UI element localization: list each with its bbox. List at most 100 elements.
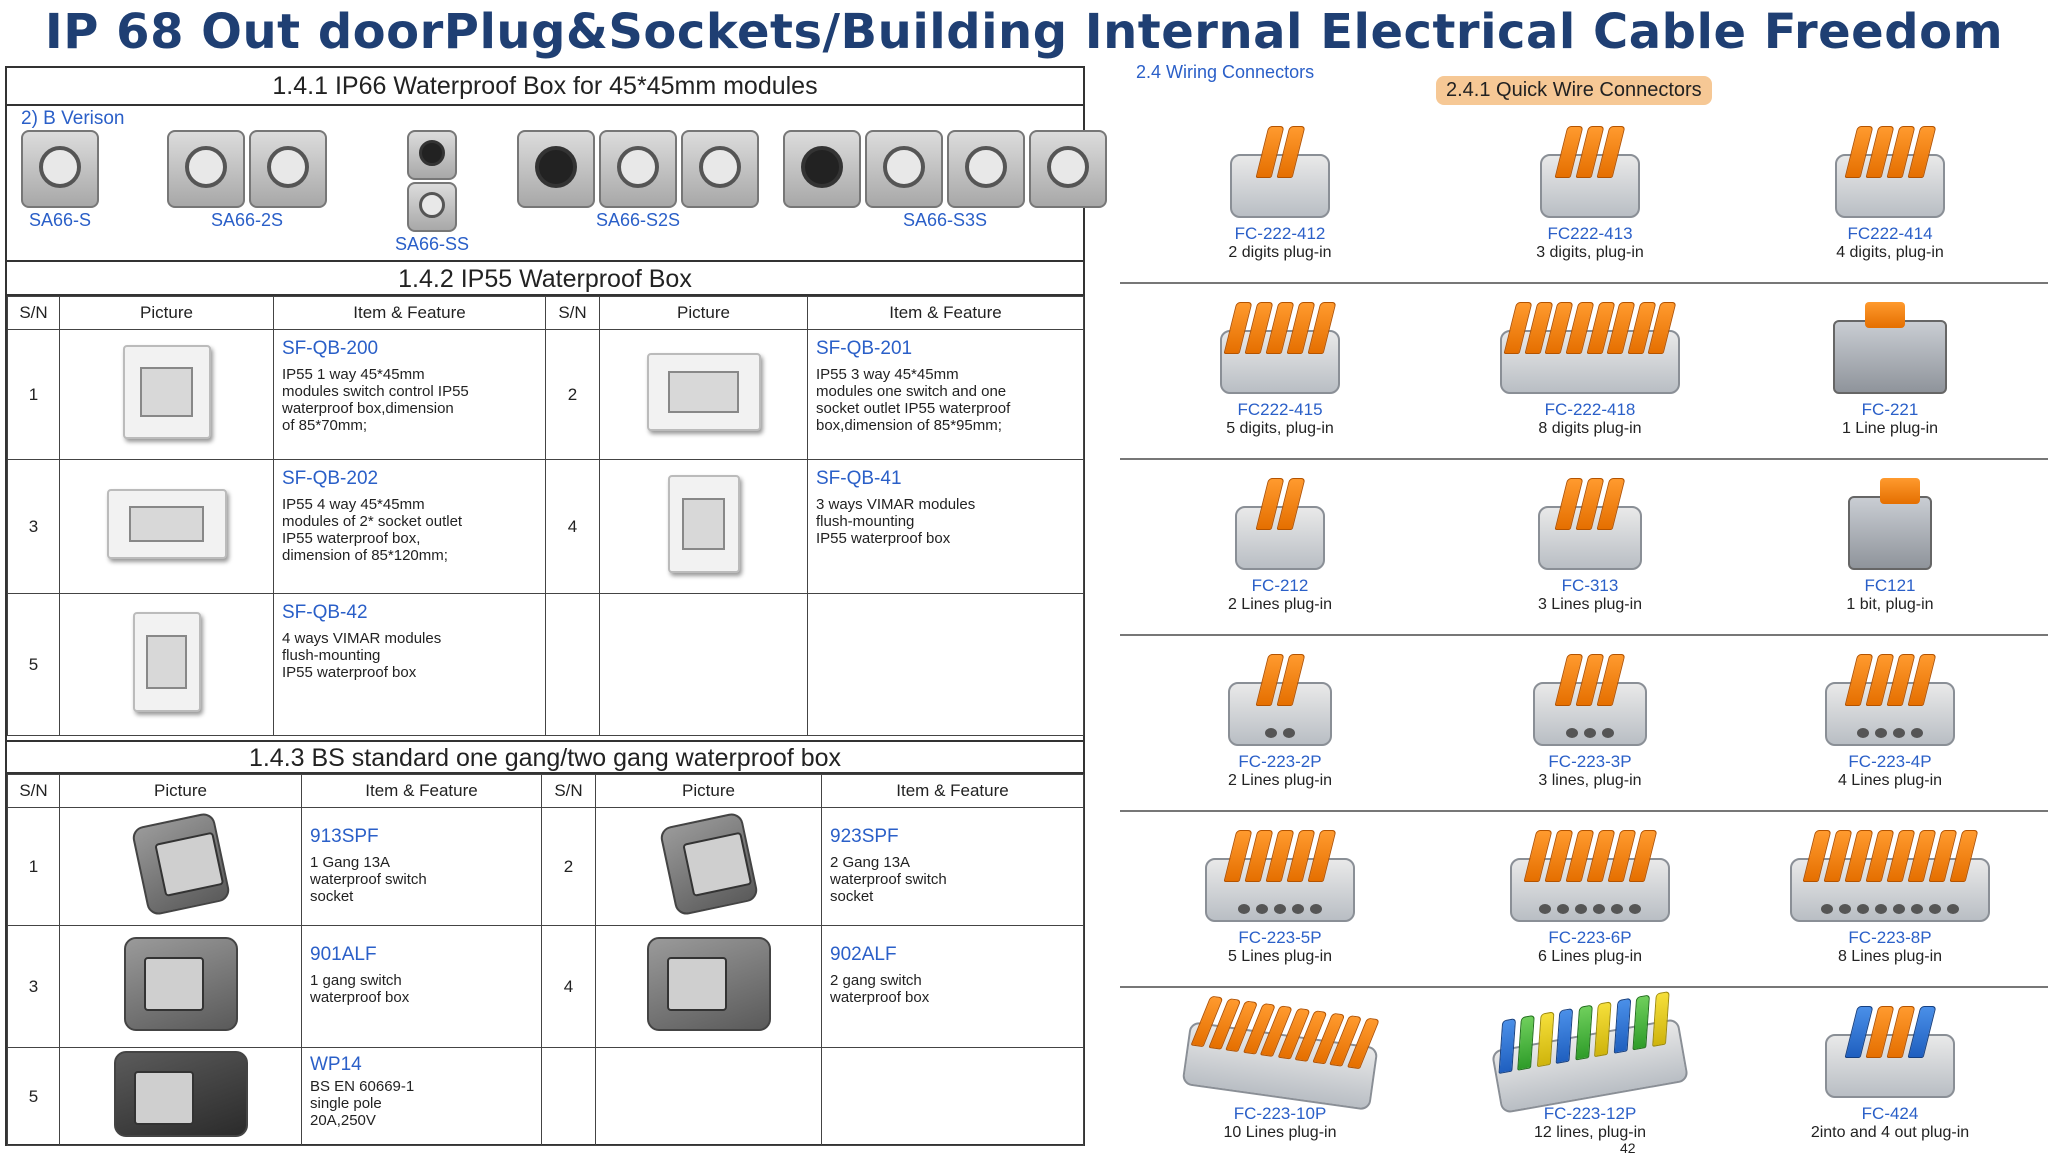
item-code: 923SPF xyxy=(830,826,899,847)
connector-item: FC222-413 3 digits, plug-in xyxy=(1440,108,1740,280)
waterproof-box-image xyxy=(122,345,211,439)
connector-description: 3 digits, plug-in xyxy=(1536,244,1644,261)
section-1-4-2-title: 1.4.2 IP55 Waterproof Box xyxy=(7,260,1083,296)
waterproof-box-image xyxy=(646,353,761,431)
variant-label: SA66-S2S xyxy=(595,210,681,230)
column-header: S/N xyxy=(541,774,596,808)
connector-item: FC222-415 5 digits, plug-in xyxy=(1130,284,1430,456)
connector-row: FC222-415 5 digits, plug-in FC-222-418 8… xyxy=(1120,284,2048,460)
section-1-4-1-title: 1.4.1 IP66 Waterproof Box for 45*45mm mo… xyxy=(7,68,1083,106)
waterproof-box-catalog: 1.4.1 IP66 Waterproof Box for 45*45mm mo… xyxy=(5,66,1107,1146)
item-description: IP55 3 way 45*45mm modules one switch an… xyxy=(816,366,1011,434)
item-code: SF-QB-201 xyxy=(816,338,913,359)
column-header: Picture xyxy=(59,774,302,808)
item-code: 902ALF xyxy=(830,944,897,965)
connector-code: FC222-414 xyxy=(1847,224,1933,243)
item-description: BS EN 60669-1 single pole 20A,250V xyxy=(310,1078,415,1129)
item-code: SF-QB-200 xyxy=(282,338,379,359)
item-description: 4 ways VIMAR modules flush-mounting IP55… xyxy=(282,630,442,681)
gang-switch-image xyxy=(123,937,238,1031)
connector-description: 2into and 4 out plug-in xyxy=(1810,1124,1970,1141)
connector-row: FC-223-10P 10 Lines plug-in FC-223-12P 1… xyxy=(1120,988,2048,1162)
variant-label: SA66-S3S xyxy=(902,210,988,230)
rail-connector-image xyxy=(1848,478,1932,570)
socket-box-image xyxy=(865,130,943,208)
connector-code: FC-223-8P xyxy=(1848,928,1932,947)
variant-sa66-s3s: SA66-S3S xyxy=(783,130,1107,231)
variant-label: SA66-2S xyxy=(210,210,284,230)
connector-description: 3 Lines plug-in xyxy=(1537,596,1643,613)
switch-box-image xyxy=(517,130,595,208)
connector-item: FC-223-12P 12 lines, plug-in xyxy=(1440,988,1740,1160)
connector-description: 12 lines, plug-in xyxy=(1533,1124,1647,1141)
connector-code: FC-223-12P xyxy=(1543,1104,1637,1123)
connector-code: FC-223-10P xyxy=(1233,1104,1327,1123)
ip55-box-table: S/N Picture Item & Feature S/N Picture I… xyxy=(7,296,1084,736)
connector-row: FC-222-412 2 digits plug-in FC222-413 3 … xyxy=(1120,108,2048,284)
item-code: SF-QB-41 xyxy=(816,468,902,489)
version-label: 2) B Verison xyxy=(21,108,125,129)
connector-description: 2 Lines plug-in xyxy=(1227,596,1333,613)
connector-row: FC-223-5P 5 Lines plug-in FC-223-6P 6 Li… xyxy=(1120,812,2048,988)
serial-number: 2 xyxy=(545,329,600,460)
item-description: 1 Gang 13A waterproof switch socket xyxy=(310,854,427,905)
connector-code: FC-223-3P xyxy=(1548,752,1632,771)
connector-description: 8 digits plug-in xyxy=(1538,420,1642,437)
connector-code: FC-221 xyxy=(1861,400,1919,419)
connector-item: FC121 1 bit, plug-in xyxy=(1740,460,2040,632)
variant-sa66-2s: SA66-2S xyxy=(167,130,327,231)
item-code: SF-QB-42 xyxy=(282,602,368,623)
connector-code: FC-223-6P xyxy=(1548,928,1632,947)
waterproof-box-image xyxy=(132,612,201,712)
connector-item: FC-222-412 2 digits plug-in xyxy=(1130,108,1430,280)
connector-item: FC-221 1 Line plug-in xyxy=(1740,284,2040,456)
section-1-4-3-title: 1.4.3 BS standard one gang/two gang wate… xyxy=(7,740,1083,774)
item-code: 901ALF xyxy=(310,944,377,965)
item-code: SF-QB-202 xyxy=(282,468,379,489)
socket-box-image xyxy=(21,130,99,208)
serial-number: 1 xyxy=(7,329,60,460)
connector-item: FC-223-2P 2 Lines plug-in xyxy=(1130,636,1430,808)
item-description: IP55 1 way 45*45mm modules switch contro… xyxy=(282,366,469,434)
connector-code: FC222-413 xyxy=(1547,224,1633,243)
item-code: 913SPF xyxy=(310,826,379,847)
serial-number: 3 xyxy=(7,925,60,1048)
connector-description: 1 bit, plug-in xyxy=(1846,596,1934,613)
table-header-row: S/N Picture Item & Feature S/N Picture I… xyxy=(7,774,1084,808)
table-header-row: S/N Picture Item & Feature S/N Picture I… xyxy=(7,296,1084,330)
page-number: 42 xyxy=(1620,1140,1636,1156)
serial-number: 2 xyxy=(541,807,596,926)
section-2-4-1-label: 2.4.1 Quick Wire Connectors xyxy=(1436,76,1712,105)
page-title: IP 68 Out doorPlug&Sockets/Building Inte… xyxy=(44,4,2004,60)
socket-box-image xyxy=(167,130,245,208)
connector-item: FC-212 2 Lines plug-in xyxy=(1130,460,1430,632)
waterproof-box-image xyxy=(667,475,740,573)
column-header: Picture xyxy=(59,296,274,330)
connector-description: 5 Lines plug-in xyxy=(1227,948,1333,965)
connector-description: 2 digits plug-in xyxy=(1228,244,1332,261)
connector-code: FC-222-412 xyxy=(1234,224,1326,243)
connector-description: 2 Lines plug-in xyxy=(1227,772,1333,789)
item-code: WP14 xyxy=(310,1054,362,1075)
connector-description: 5 digits, plug-in xyxy=(1226,420,1334,437)
gang-switch-image xyxy=(646,937,771,1031)
serial-number: 4 xyxy=(545,459,600,594)
connector-description: 6 Lines plug-in xyxy=(1537,948,1643,965)
serial-number: 4 xyxy=(541,925,596,1048)
wp14-switch-image xyxy=(113,1051,248,1137)
variant-label: SA66-S xyxy=(28,210,92,230)
connector-code: FC-223-2P xyxy=(1238,752,1322,771)
connector-code: FC-222-418 xyxy=(1544,400,1636,419)
gang-socket-image xyxy=(130,811,231,917)
connector-code: FC-223-4P xyxy=(1848,752,1932,771)
connector-code: FC121 xyxy=(1864,576,1916,595)
socket-box-image xyxy=(407,182,458,232)
socket-box-image xyxy=(599,130,677,208)
column-header: Item & Feature xyxy=(807,296,1084,330)
connector-item: FC-223-4P 4 Lines plug-in xyxy=(1740,636,2040,808)
connector-grid: FC-222-412 2 digits plug-in FC222-413 3 … xyxy=(1120,108,2048,1162)
